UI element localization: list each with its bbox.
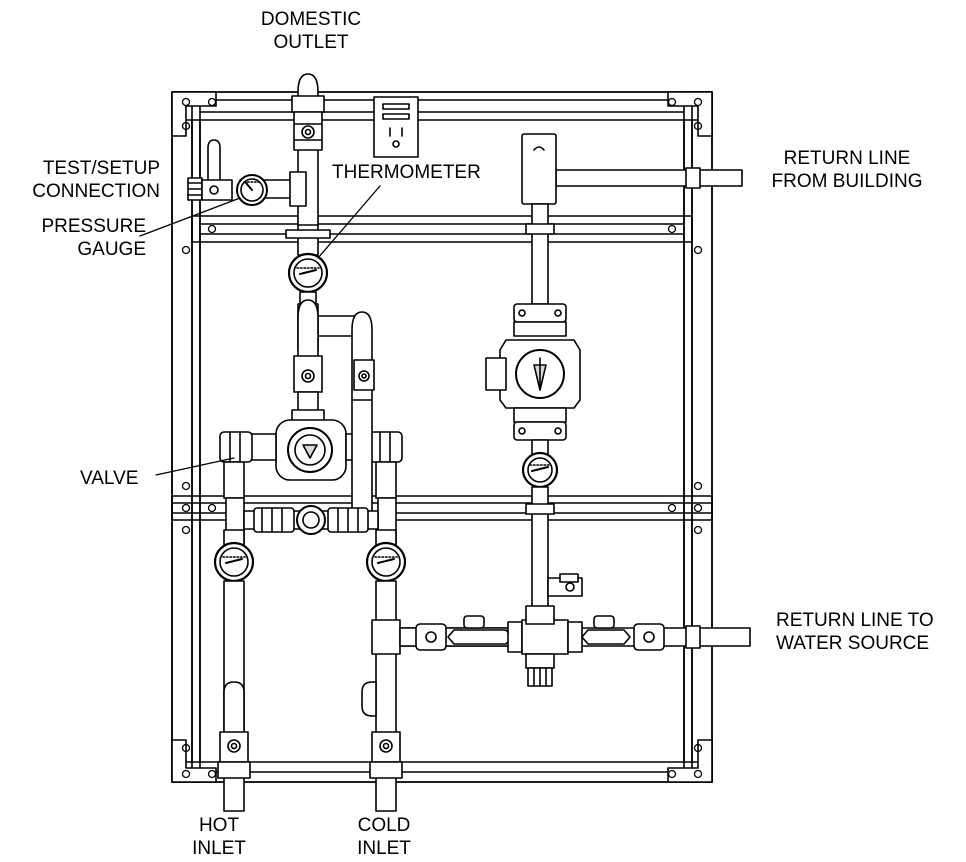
cold-inlet-line2: INLET xyxy=(357,838,411,859)
hot-inlet-line1: HOT xyxy=(198,815,240,836)
pressure-gauge-line1: PRESSURE xyxy=(41,216,146,237)
hot-inlet-line xyxy=(213,529,255,812)
return-line-to-water-source xyxy=(399,605,751,687)
pressure-gauge-line2: GAUGE xyxy=(77,239,146,260)
domestic-outlet-pipe xyxy=(239,73,325,226)
pressure-gauge-label: PRESSURE GAUGE xyxy=(4,215,146,261)
pressure-gauge xyxy=(236,174,268,206)
hot-inlet-line2: INLET xyxy=(192,838,246,859)
test-setup-connection xyxy=(187,139,233,201)
domestic-outlet-line1: DOMESTIC xyxy=(260,9,362,30)
valve-label: VALVE xyxy=(80,468,139,489)
hot-inlet-label: HOT INLET xyxy=(184,814,254,860)
return-to-source-line1: RETURN LINE TO xyxy=(776,610,934,631)
domestic-outlet-label: DOMESTIC OUTLET xyxy=(236,8,386,54)
return-from-building-line2: FROM BUILDING xyxy=(771,171,923,192)
return-to-source-label: RETURN LINE TO WATER SOURCE xyxy=(776,609,934,655)
thermometer-label: THERMOMETER xyxy=(332,162,481,183)
return-to-source-line2: WATER SOURCE xyxy=(776,633,930,654)
test-setup-line1: TEST/SETUP xyxy=(42,158,160,179)
leader-lines xyxy=(139,185,381,476)
return-from-building-label: RETURN LINE FROM BUILDING xyxy=(742,147,952,193)
thermometer-return xyxy=(521,451,583,628)
domestic-outlet-line2: OUTLET xyxy=(273,32,349,53)
test-setup-line2: CONNECTION xyxy=(32,181,160,202)
electrical-outlet xyxy=(373,96,419,158)
test-setup-label: TEST/SETUP CONNECTION xyxy=(4,157,160,203)
circulator-pump xyxy=(485,303,581,455)
cold-inlet-label: COLD INLET xyxy=(344,814,424,860)
check-valve-crossover xyxy=(243,505,379,535)
return-from-building-line1: RETURN LINE xyxy=(783,148,911,169)
return-line-from-building xyxy=(521,133,743,305)
cold-inlet-line1: COLD xyxy=(357,815,411,836)
